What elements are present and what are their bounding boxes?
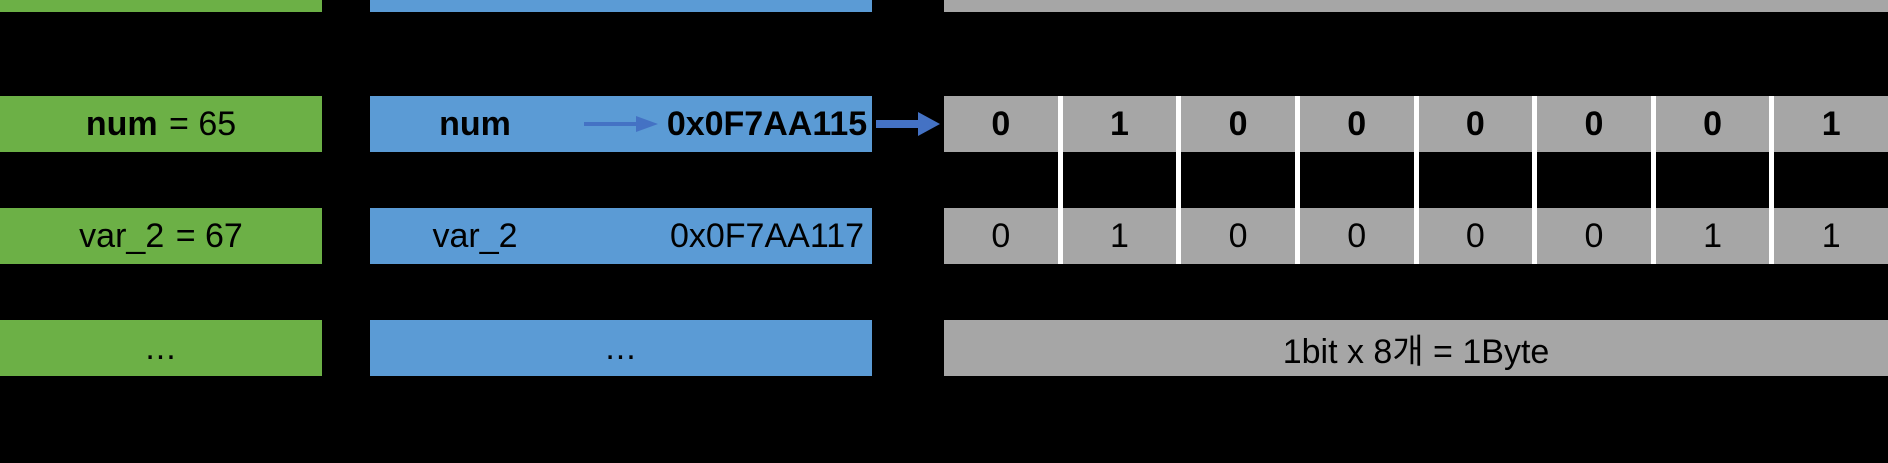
- memory-row-num: 0 1 0 0 0 0 0 1: [944, 96, 1888, 152]
- variable-box-ellipsis[interactable]: ...: [0, 320, 322, 376]
- bit-cell[interactable]: 0: [1181, 208, 1300, 264]
- variable-ellipsis-label: ...: [145, 328, 177, 367]
- clipped-memory-row-top: [944, 0, 1888, 12]
- variable-value-var2: 67: [205, 216, 243, 255]
- bit-column-separators: [944, 152, 1888, 208]
- pointer-name-num: num: [439, 104, 511, 143]
- bit-cell[interactable]: 0: [1655, 96, 1775, 152]
- bit-cell[interactable]: 0: [944, 208, 1063, 264]
- pointer-ellipsis-label: ...: [605, 328, 637, 367]
- pointer-box-ellipsis[interactable]: ...: [370, 320, 872, 376]
- bit-cell[interactable]: 0: [1299, 96, 1419, 152]
- bit-cell[interactable]: 1: [1774, 208, 1888, 264]
- bit-cell[interactable]: 1: [1062, 96, 1182, 152]
- variable-name-var2: var_2: [79, 216, 165, 255]
- variable-value-num: 65: [198, 104, 237, 143]
- bit-cell[interactable]: 0: [1537, 96, 1656, 152]
- memory-row-var2: 0 1 0 0 0 0 1 1: [944, 208, 1888, 264]
- bit-cell[interactable]: 0: [944, 96, 1063, 152]
- bit-cell[interactable]: 0: [1418, 96, 1538, 152]
- bit-cell[interactable]: 1: [1774, 96, 1888, 152]
- bit-cell[interactable]: 0: [1181, 96, 1300, 152]
- pointer-box-num[interactable]: num 0x0F7AA115: [370, 96, 872, 152]
- byte-caption-label: 1bit x 8개 = 1Byte: [1282, 332, 1550, 371]
- variable-equals-var2: =: [175, 216, 196, 255]
- clipped-variable-box-top: [0, 0, 322, 12]
- pointer-box-var2[interactable]: var_2 0x0F7AA117: [370, 208, 872, 264]
- pointer-address-var2: 0x0F7AA117: [669, 216, 865, 255]
- bit-cell[interactable]: 0: [1418, 208, 1538, 264]
- bit-cell[interactable]: 1: [1062, 208, 1182, 264]
- byte-caption-bar: 1bit x 8개 = 1Byte: [944, 320, 1888, 376]
- bit-cell[interactable]: 1: [1655, 208, 1775, 264]
- arrow-right-icon: [580, 113, 662, 135]
- bit-cell[interactable]: 0: [1537, 208, 1656, 264]
- variable-equals-num: =: [169, 104, 189, 143]
- bit-cell[interactable]: 0: [1299, 208, 1419, 264]
- variable-name-num: num: [85, 104, 158, 143]
- clipped-pointer-box-top: [370, 0, 872, 12]
- connector-arrow-right-icon: [876, 110, 940, 138]
- pointer-address-num: 0x0F7AA115: [666, 104, 868, 143]
- pointer-name-var2: var_2: [432, 216, 518, 255]
- variable-box-num[interactable]: num = 65: [0, 96, 322, 152]
- variable-box-var2[interactable]: var_2 = 67: [0, 208, 322, 264]
